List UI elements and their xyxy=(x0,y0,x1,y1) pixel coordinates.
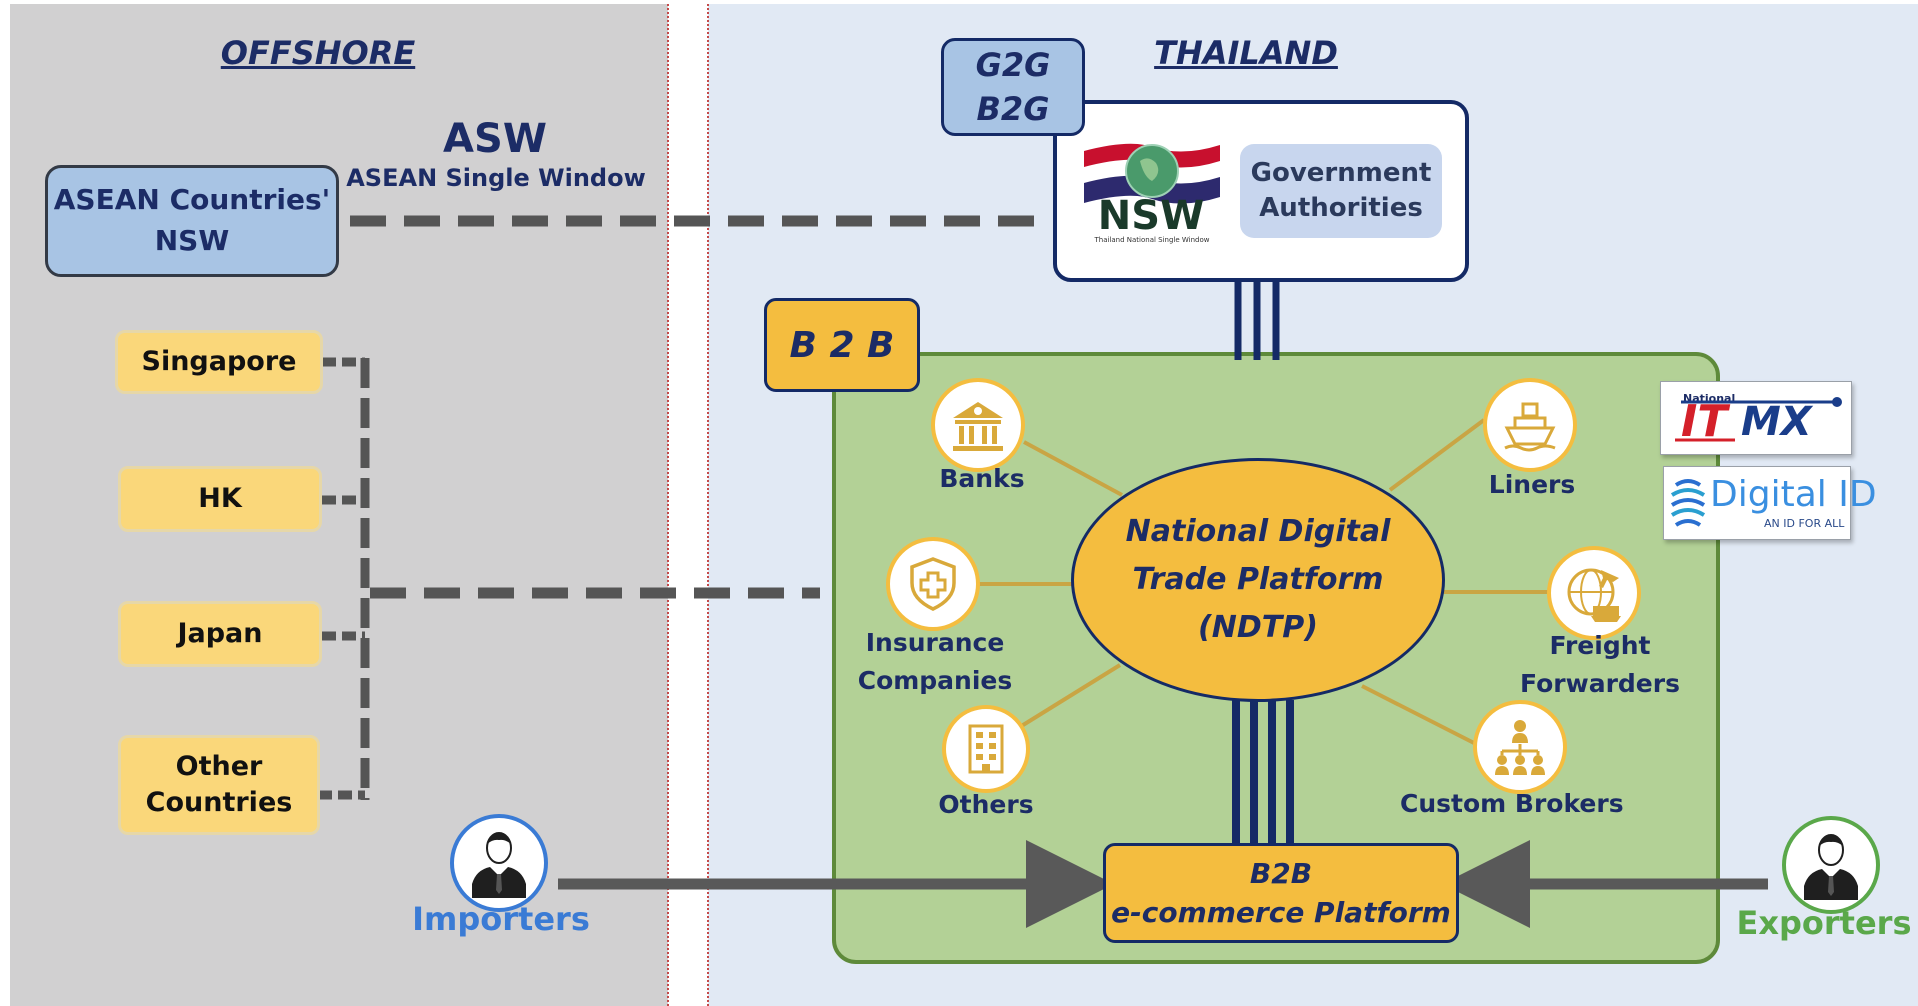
g2g-b2g-tag: G2G B2G xyxy=(941,38,1085,136)
government-line1: Government xyxy=(1250,157,1432,188)
b2b-platform-line1: B2B xyxy=(1249,856,1313,890)
country-bracket xyxy=(318,357,370,800)
ndtp-spokes-front xyxy=(972,418,1550,745)
offshore-heading: OFFSHORE xyxy=(220,34,416,72)
others-badge xyxy=(942,705,1030,793)
b2b-ecommerce-platform-box: B2B e-commerce Platform xyxy=(1103,843,1459,943)
bank-icon xyxy=(953,402,1003,451)
importers-label: Importers xyxy=(412,900,590,938)
g2g-label: G2G xyxy=(975,46,1051,84)
country-other-line1: Other xyxy=(175,750,263,782)
insurance-line1: Insurance xyxy=(865,628,1005,657)
liners-badge xyxy=(1483,378,1577,472)
government-authorities-box: Government Authorities xyxy=(1240,144,1442,238)
custom-brokers-badge xyxy=(1473,700,1567,794)
insurance-badge xyxy=(886,537,980,631)
exporters-label: Exporters xyxy=(1736,904,1912,942)
fingerprint-icon xyxy=(1670,479,1706,527)
freight-line1: Freight xyxy=(1549,631,1651,660)
asean-nsw-line2: NSW xyxy=(154,224,230,257)
digital-id-title: Digital ID xyxy=(1710,474,1877,515)
country-singapore-label: Singapore xyxy=(141,345,297,377)
asw-subtitle: ASEAN Single Window xyxy=(346,164,646,192)
exporters-avatar xyxy=(1782,816,1880,914)
freight-line2: Forwarders xyxy=(1520,668,1680,698)
border-strip xyxy=(668,4,708,1006)
country-other: Other Countries xyxy=(118,735,320,835)
ship-icon xyxy=(1504,402,1556,452)
globe-plane-icon xyxy=(1567,568,1621,622)
shield-plus-icon xyxy=(910,557,956,611)
country-singapore: Singapore xyxy=(115,330,323,394)
insurance-line2: Companies xyxy=(857,665,1013,695)
hierarchy-icon xyxy=(1495,720,1545,775)
freight-label: Freight Forwarders xyxy=(1510,627,1690,702)
digital-id-logo: Digital ID AN ID FOR ALL xyxy=(1663,466,1877,540)
nsw-logo xyxy=(1070,133,1234,249)
importers-avatar xyxy=(450,814,548,912)
building-icon xyxy=(968,724,1004,774)
banks-badge xyxy=(931,378,1025,472)
ndtp-line1: National Digital xyxy=(1125,514,1391,549)
country-hk: HK xyxy=(118,466,322,532)
asw-title: ASW xyxy=(443,116,547,162)
person-icon xyxy=(472,832,526,898)
country-hk-label: HK xyxy=(198,482,242,514)
ndtp-ellipse: National Digital Trade Platform (NDTP) xyxy=(1071,458,1445,702)
asean-nsw-line1: ASEAN Countries' xyxy=(53,183,331,217)
b2b-platform-line2: e-commerce Platform xyxy=(1111,896,1451,929)
nsw-ndtp-link xyxy=(1234,282,1280,358)
itmx-mx-text: MX xyxy=(1741,399,1812,445)
b2b-tag: B 2 B xyxy=(764,298,920,392)
nsw-ndtp-link-front xyxy=(1234,350,1280,360)
others-label: Others xyxy=(938,790,1034,819)
itmx-swoosh-icon xyxy=(1675,397,1842,442)
border-line-right xyxy=(707,4,709,1006)
banks-label: Banks xyxy=(939,464,1025,493)
insurance-label: Insurance Companies xyxy=(845,624,1025,699)
itmx-it-text: IT xyxy=(1681,396,1728,447)
freight-badge xyxy=(1547,546,1641,640)
liners-label: Liners xyxy=(1488,470,1576,499)
thailand-heading: THAILAND xyxy=(1154,34,1338,72)
itmx-logo: National IT MX xyxy=(1660,381,1852,455)
b2g-label: B2G xyxy=(976,90,1050,128)
ndtp-line3: (NDTP) xyxy=(1198,610,1318,645)
country-japan-label: Japan xyxy=(177,617,263,649)
nsw-logo-caption: Thailand National Single Window xyxy=(1094,236,1210,244)
nsw-globe-flag-icon xyxy=(1084,143,1220,204)
government-line2: Authorities xyxy=(1259,193,1423,223)
asean-nsw-box: ASEAN Countries' NSW xyxy=(45,165,339,277)
nsw-logo-text: NSW xyxy=(1097,193,1205,239)
custom-brokers-label: Custom Brokers xyxy=(1400,789,1624,818)
person-icon xyxy=(1804,834,1858,900)
ndtp-platform-link-front xyxy=(1232,700,1294,846)
digital-id-tagline: AN ID FOR ALL xyxy=(1764,517,1845,530)
ndtp-line2: Trade Platform xyxy=(1132,562,1384,597)
country-japan: Japan xyxy=(118,601,322,667)
border-line-left xyxy=(667,4,669,1006)
country-other-line2: Countries xyxy=(145,787,293,818)
